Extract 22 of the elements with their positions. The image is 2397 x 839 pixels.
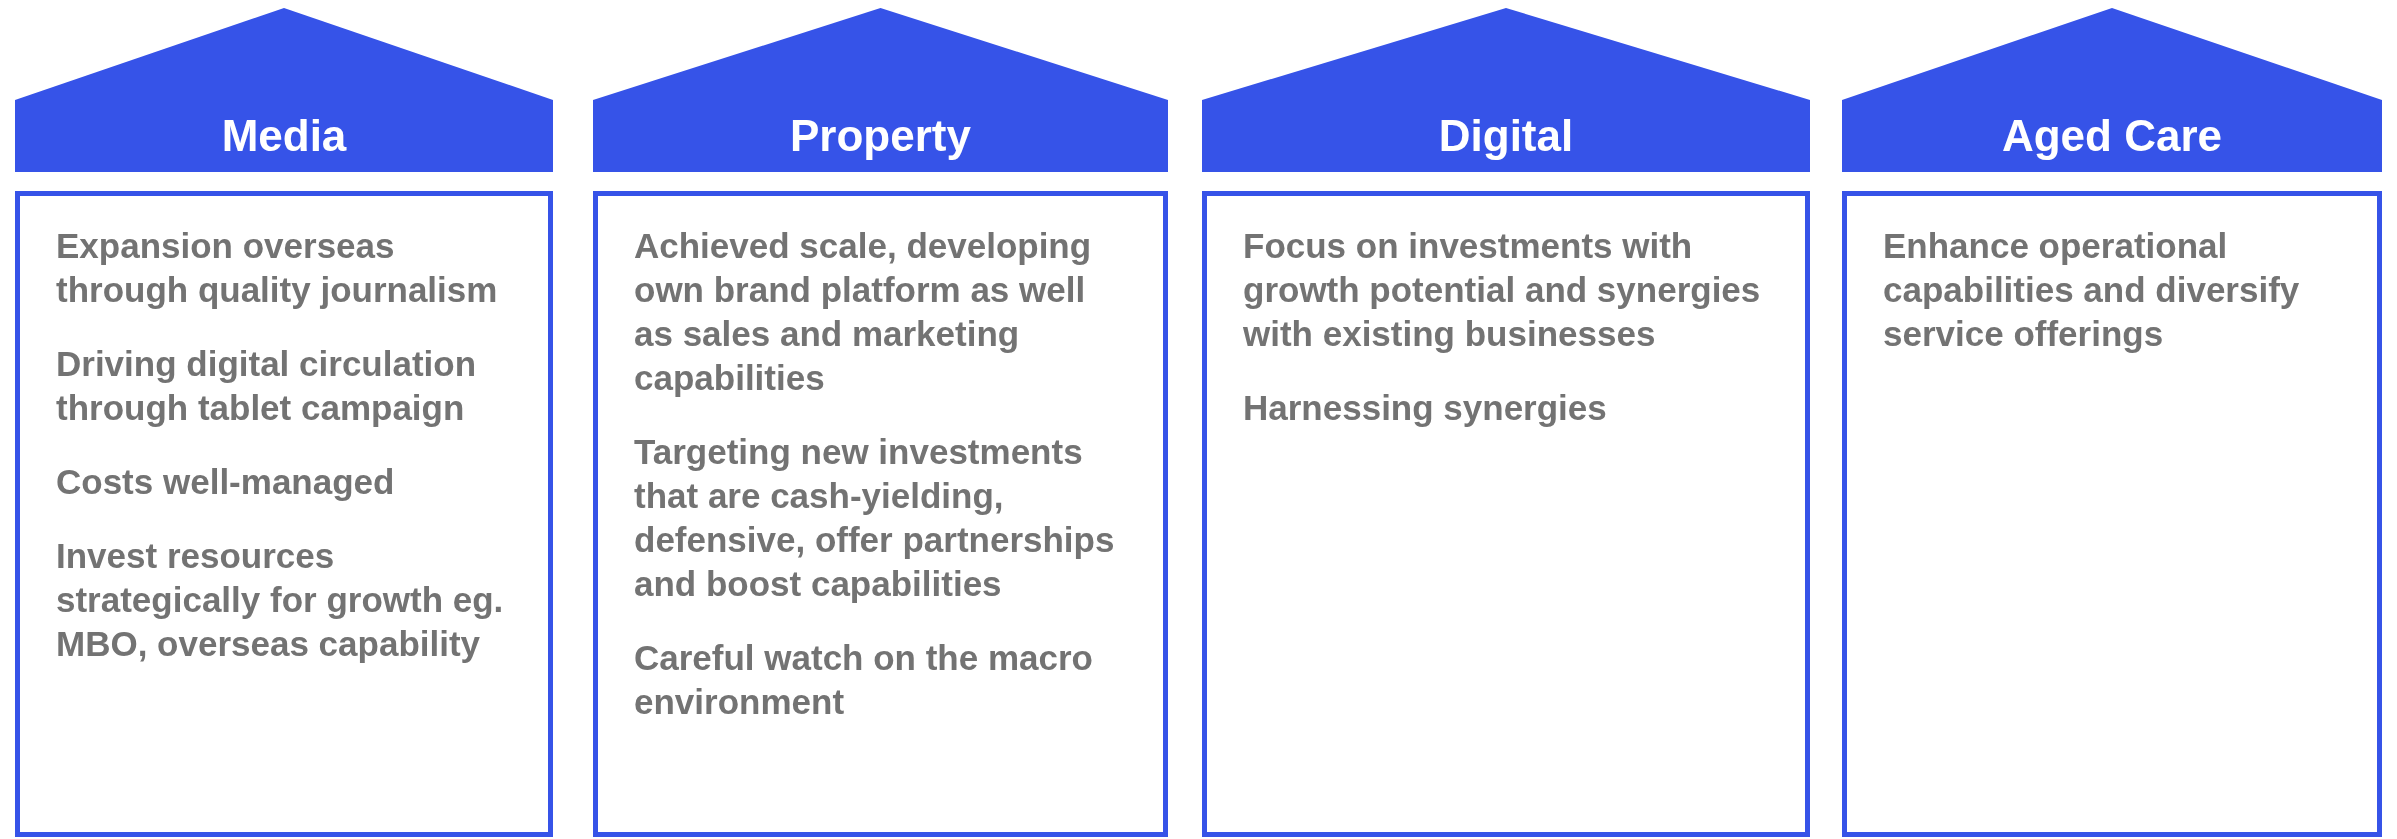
- header-band: Media: [15, 100, 553, 172]
- roof-triangle: [1202, 8, 1810, 100]
- body-text: Expansion overseas through quality journalism: [56, 225, 499, 311]
- body-text: Costs well-managed: [56, 461, 396, 503]
- body-text: Achieved scale, developing own brand platform as well as sales and marketing capabilities: [634, 225, 1093, 399]
- header-band: Aged Care: [1842, 100, 2382, 172]
- body-text: Careful watch on the macro environment: [634, 637, 1094, 723]
- header-band: Property: [593, 100, 1168, 172]
- content-panel: [1842, 191, 2382, 837]
- content-panel: [593, 191, 1168, 837]
- header-band: Digital: [1202, 100, 1810, 172]
- roof-triangle: [1842, 8, 2382, 100]
- body-text: Focus on investments with growth potential and synergies with existing businesses: [1243, 225, 1762, 355]
- content-panel: [15, 191, 553, 837]
- content-panel: [1202, 191, 1810, 837]
- roof-triangle: [593, 8, 1168, 100]
- roof-triangle: [15, 8, 553, 100]
- body-text: Invest resources strategically for growth eg. MBO, overseas capability: [56, 535, 505, 665]
- body-text: Targeting new investments that are cash-yielding, defensive, offer partnerships and boost capabilities: [634, 431, 1116, 605]
- body-text: Enhance operational capabilities and diversify service offerings: [1883, 225, 2301, 355]
- body-text: Driving digital circulation through tablet campaign: [56, 343, 478, 429]
- body-text: Harnessing synergies: [1243, 387, 1608, 429]
